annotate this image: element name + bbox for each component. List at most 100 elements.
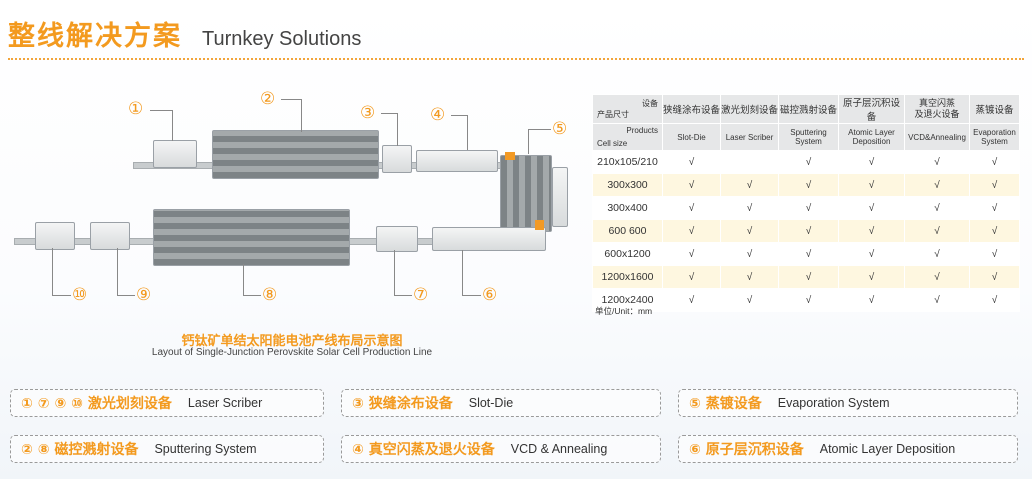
cell-check: √: [969, 219, 1020, 243]
ald-marker: [535, 220, 544, 230]
cell-check: √: [969, 288, 1020, 312]
machine-10-laser-scriber: [35, 222, 75, 250]
cell-size: 210x105/210: [592, 150, 663, 174]
cell-check: √: [904, 196, 970, 220]
legend-cn: ① ⑦ ⑨ ⑩ 激光划刻设备: [21, 396, 172, 412]
callout-3: ③: [360, 103, 376, 123]
header-cn: 原子层沉积设备: [838, 94, 905, 124]
cell-check: √: [838, 288, 905, 312]
cell-check: √: [904, 242, 970, 266]
cell-check: √: [778, 150, 839, 174]
callout-6: ⑥: [482, 285, 498, 305]
callout-5: ⑤: [552, 119, 568, 139]
table-row: 1200x2400√√√√√√: [592, 288, 1020, 312]
table-row: 1200x1600√√√√√√: [592, 265, 1020, 289]
legend-sputtering: ② ⑧ 磁控溅射设备 Sputtering System: [10, 435, 324, 463]
cell-check: √: [720, 173, 779, 197]
header-cn: 真空闪蒸 及退火设备: [904, 94, 970, 124]
cell-check: √: [904, 288, 970, 312]
table-row: 210x105/210√√√√√: [592, 150, 1020, 174]
cell-size: 300x300: [592, 173, 663, 197]
leader-1: [150, 110, 173, 141]
leader-3: [381, 113, 398, 146]
cell-check: √: [838, 150, 905, 174]
legend-en: Slot-Die: [468, 396, 514, 410]
table-header-cn: 设备 产品尺寸 狭缝涂布设备 激光划刻设备 磁控溅射设备 原子层沉积设备 真空闪…: [592, 94, 1020, 124]
callout-1: ①: [128, 99, 144, 119]
leader-5: [528, 129, 551, 154]
leader-6: [462, 250, 481, 296]
cell-check: √: [778, 196, 839, 220]
production-line-diagram: ① ② ③ ④ ⑤ ⑥ ⑦ ⑧ ⑨ ⑩: [0, 85, 580, 315]
cell-check: √: [969, 150, 1020, 174]
legend-cn: ② ⑧ 磁控溅射设备: [21, 442, 139, 458]
cell-check: [720, 150, 779, 174]
cell-check: √: [778, 173, 839, 197]
legend-laser-scriber: ① ⑦ ⑨ ⑩ 激光划刻设备 Laser Scriber: [10, 389, 324, 417]
table-row: 300x400√√√√√√: [592, 196, 1020, 220]
table-row: 600 600√√√√√√: [592, 219, 1020, 243]
machine-3-slot-die: [382, 145, 412, 173]
cell-check: √: [778, 288, 839, 312]
callout-2: ②: [260, 89, 276, 109]
table-row: 300x300√√√√√√: [592, 173, 1020, 197]
machine-7-laser-scriber: [376, 226, 418, 252]
header-en: Laser Scriber: [720, 123, 779, 151]
cell-check: √: [662, 265, 721, 289]
cell-check: √: [969, 173, 1020, 197]
cell-check: √: [838, 219, 905, 243]
header-cn: 狭缝涂布设备: [662, 94, 721, 124]
header-en: VCD&Annealing: [904, 123, 970, 151]
header-en: Slot-Die: [662, 123, 721, 151]
cell-check: √: [662, 242, 721, 266]
unit-note: 单位/Unit：mm: [595, 306, 653, 316]
leader-9: [117, 248, 135, 296]
cell-check: √: [662, 219, 721, 243]
machine-1-laser-scriber: [153, 140, 197, 168]
table-row: 600x1200√√√√√√: [592, 242, 1020, 266]
leader-8: [243, 264, 261, 296]
cell-check: √: [720, 242, 779, 266]
header-en: Sputtering System: [778, 123, 839, 151]
header-en: Evaporation System: [969, 123, 1020, 151]
cell-check: √: [778, 265, 839, 289]
cell-check: √: [838, 265, 905, 289]
machine-5-evaporation: [500, 155, 552, 232]
cell-check: √: [904, 219, 970, 243]
dotted-divider: [8, 58, 1024, 60]
machine-9-laser-scriber: [90, 222, 130, 250]
page-header: 整线解决方案 Turnkey Solutions: [8, 14, 361, 53]
leader-4: [451, 115, 468, 150]
cell-check: √: [969, 265, 1020, 289]
legend-cn: ⑥ 原子层沉积设备: [689, 442, 804, 458]
cell-size: 1200x1600: [592, 265, 663, 289]
cell-check: √: [662, 288, 721, 312]
table-body: 210x105/210√√√√√300x300√√√√√√300x400√√√√…: [592, 150, 1020, 312]
cell-check: √: [838, 173, 905, 197]
cell-check: √: [662, 173, 721, 197]
table-header-en: Products Cell size Slot-Die Laser Scribe…: [592, 123, 1020, 151]
leader-2: [281, 99, 302, 132]
callout-7: ⑦: [413, 285, 429, 305]
equipment-size-table: 设备 产品尺寸 狭缝涂布设备 激光划刻设备 磁控溅射设备 原子层沉积设备 真空闪…: [592, 94, 1020, 312]
legend-en: Sputtering System: [154, 442, 257, 456]
evaporation-marker: [505, 152, 515, 160]
cell-check: √: [662, 150, 721, 174]
legend-slot-die: ③ 狭缝涂布设备 Slot-Die: [341, 389, 661, 417]
machine-6-ald: [432, 227, 546, 251]
page-title-en: Turnkey Solutions: [202, 28, 362, 50]
legend-cn: ③ 狭缝涂布设备: [352, 396, 453, 412]
header-en: Atomic Layer Deposition: [838, 123, 905, 151]
cell-check: √: [662, 196, 721, 220]
table-corner-en: Products Cell size: [592, 123, 663, 151]
cell-check: √: [720, 196, 779, 220]
legend-en: Atomic Layer Deposition: [819, 442, 956, 456]
legend-en: VCD & Annealing: [510, 442, 608, 456]
legend-ald: ⑥ 原子层沉积设备 Atomic Layer Deposition: [678, 435, 1018, 463]
cell-check: √: [969, 242, 1020, 266]
header-cn: 蒸镀设备: [969, 94, 1020, 124]
cell-check: √: [838, 196, 905, 220]
cell-check: √: [838, 242, 905, 266]
callout-8: ⑧: [262, 285, 278, 305]
callout-9: ⑨: [136, 285, 152, 305]
